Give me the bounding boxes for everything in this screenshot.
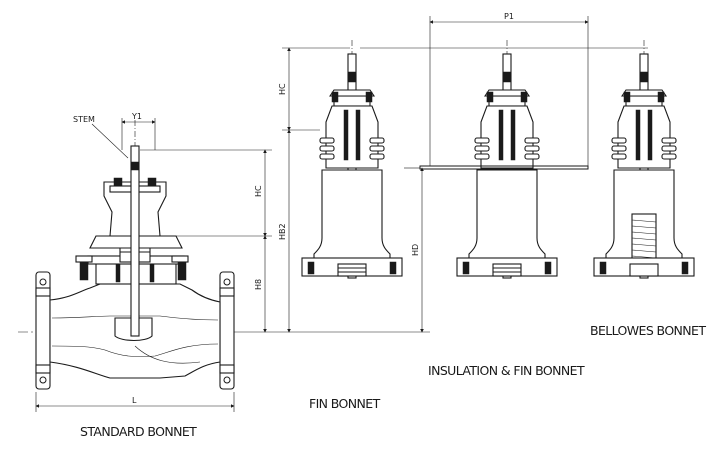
insulation-plate xyxy=(419,165,589,170)
dim-y1: Y1 xyxy=(131,112,142,121)
dim-p1: P1 xyxy=(504,12,514,21)
standard-bonnet-valve xyxy=(18,120,240,390)
dim-l: L xyxy=(132,396,137,405)
bellows-bonnet-valve xyxy=(593,40,695,279)
dim-hc-standard: HC xyxy=(254,185,263,197)
fin-bonnet-valve xyxy=(301,40,403,279)
caption-bellows-bonnet: BELLOWES BONNET xyxy=(590,323,706,338)
dim-hb2: HB2 xyxy=(278,223,287,240)
insulation-fin-bonnet-valve xyxy=(456,40,558,279)
stem-label: STEM xyxy=(73,115,95,124)
dim-hc-fin: HC xyxy=(278,83,287,95)
dimension-lines xyxy=(35,16,648,412)
caption-insulation-fin-bonnet: INSULATION & FIN BONNET xyxy=(428,363,585,378)
dim-hd: HD xyxy=(411,244,420,256)
caption-fin-bonnet: FIN BONNET xyxy=(309,396,381,411)
dim-h8: H8 xyxy=(254,279,263,290)
caption-standard-bonnet: STANDARD BONNET xyxy=(80,424,197,439)
